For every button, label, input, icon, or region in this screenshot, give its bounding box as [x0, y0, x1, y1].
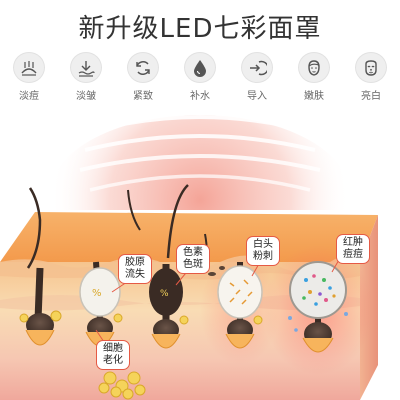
firming-icon [127, 52, 159, 83]
feature-rejuvenate: 嫩肤 [291, 52, 337, 102]
water-drop-icon [184, 52, 216, 83]
feature-label: 补水 [190, 91, 210, 102]
page-title: 新升级LED七彩面罩 [78, 14, 322, 44]
callout-collagen-loss: 胶原 流失 [118, 254, 152, 284]
feature-label: 紧致 [133, 91, 153, 102]
import-icon [241, 52, 273, 83]
svg-text:%: % [160, 289, 169, 299]
follicle-pigment: % [127, 184, 189, 349]
skin-surface [0, 212, 378, 262]
feature-import: 导入 [234, 52, 280, 102]
feature-label: 淡痘 [19, 91, 39, 102]
follicle-collagen: % [79, 261, 123, 347]
feature-firming: 紧致 [120, 52, 166, 102]
callout-cell-aging: 细胞 老化 [96, 340, 130, 370]
face-icon [298, 52, 330, 83]
callout-pigment-spots: 色素 色斑 [176, 244, 210, 274]
feature-label: 淡皱 [76, 91, 96, 102]
fat-cells [98, 371, 146, 400]
follicle-acne [288, 261, 348, 353]
follicle-aging [19, 187, 62, 346]
feature-brighten: 亮白 [348, 52, 394, 102]
feature-wrinkle: 淡皱 [63, 52, 109, 102]
wrinkle-icon [70, 52, 102, 83]
follicle-blackheads [217, 262, 263, 349]
feature-label: 导入 [247, 91, 267, 102]
callout-acne: 红肿 痘痘 [336, 234, 370, 264]
feature-label: 亮白 [361, 91, 381, 102]
callout-blackheads: 白头 粉刺 [246, 236, 280, 266]
feature-label: 嫩肤 [304, 91, 324, 102]
svg-text:%: % [92, 288, 102, 299]
feature-icon-row: 淡痘 淡皱 紧致 补水 导入 嫩肤 亮白 [6, 52, 394, 102]
acne-icon [13, 52, 45, 83]
feature-acne: 淡痘 [6, 52, 52, 102]
feature-hydrate: 补水 [177, 52, 223, 102]
face-mask-icon [355, 52, 387, 83]
led-light-glow [50, 100, 350, 210]
